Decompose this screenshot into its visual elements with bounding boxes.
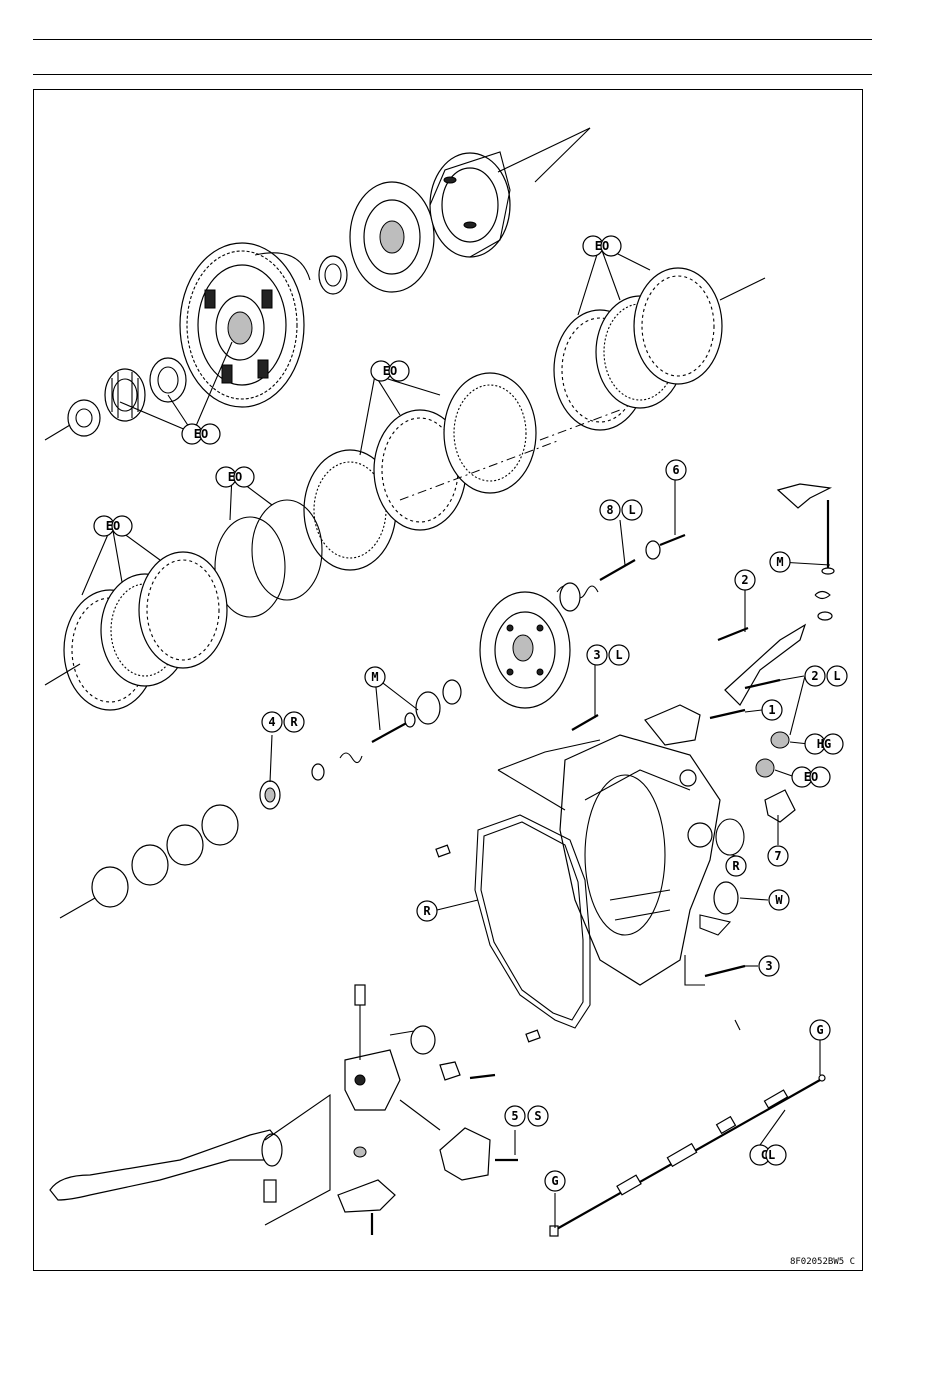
callout-eo-gear: EO <box>182 424 220 444</box>
callout-5-s: 5 S <box>505 1106 548 1126</box>
callout-eo-ring: EO <box>216 467 254 487</box>
dowel-pin <box>436 845 450 857</box>
callout-m-top: M <box>770 552 790 572</box>
clutch-lever-assembly <box>50 985 518 1235</box>
figure-code: 8F02052BW5 C <box>790 1257 855 1267</box>
svg-text:3: 3 <box>593 648 600 662</box>
svg-text:CL: CL <box>761 1148 775 1162</box>
oil-filler-cap <box>765 790 795 822</box>
release-lever-top <box>778 484 830 508</box>
svg-text:M: M <box>776 555 783 569</box>
svg-text:2: 2 <box>741 573 748 587</box>
clutch-spring <box>557 583 598 611</box>
svg-text:8: 8 <box>606 503 613 517</box>
spring-bolt <box>600 560 635 580</box>
callout-r-oring: R <box>726 856 746 876</box>
svg-text:S: S <box>534 1109 541 1123</box>
washer-bolt-6 <box>646 535 685 559</box>
svg-text:EO: EO <box>228 470 242 484</box>
friction-plates-mid <box>304 373 536 570</box>
svg-text:L: L <box>615 648 622 662</box>
callout-w: W <box>769 890 789 910</box>
svg-text:1: 1 <box>768 703 775 717</box>
oil-seal-w <box>714 882 738 914</box>
svg-text:4: 4 <box>268 715 275 729</box>
svg-text:7: 7 <box>774 849 781 863</box>
callout-7: 7 <box>768 846 788 866</box>
friction-plates-left <box>64 552 227 710</box>
clutch-cover <box>560 735 720 985</box>
clutch-cam-plates <box>92 805 238 907</box>
callout-eo-right: EO <box>583 236 621 256</box>
needle-bearing <box>105 369 145 421</box>
friction-plates-right <box>554 268 722 430</box>
svg-text:HG: HG <box>817 737 831 751</box>
callout-m-pin: M <box>365 667 385 687</box>
svg-text:W: W <box>775 893 783 907</box>
callout-6: 6 <box>666 460 686 480</box>
svg-text:L: L <box>833 669 840 683</box>
callout-eo-cover: EO <box>792 767 830 787</box>
svg-text:EO: EO <box>383 364 397 378</box>
bolt-3-lower <box>705 966 745 976</box>
callout-hg: HG <box>805 734 843 754</box>
pushrod-washer <box>443 680 461 704</box>
pushrod-bearing <box>416 692 440 724</box>
dowel-pin <box>526 1030 540 1042</box>
release-mechanism <box>645 705 700 745</box>
callout-1: 1 <box>762 700 782 720</box>
svg-text:6: 6 <box>672 463 679 477</box>
svg-text:3: 3 <box>765 959 772 973</box>
release-lever-arm <box>725 625 805 705</box>
svg-text:EO: EO <box>595 239 609 253</box>
callout-r-gasket: R <box>417 901 437 921</box>
svg-text:EO: EO <box>106 519 120 533</box>
svg-text:EO: EO <box>194 427 208 441</box>
washer <box>68 400 100 436</box>
clutch-housing-gear <box>180 243 310 407</box>
callout-eo-mid: EO <box>371 361 409 381</box>
spacer <box>319 256 347 294</box>
pushrod-spring <box>340 753 362 763</box>
bolt-1 <box>710 710 745 718</box>
pressure-plate <box>480 592 570 708</box>
release-spring <box>815 592 830 599</box>
clutch-drum <box>430 152 510 257</box>
svg-text:R: R <box>290 715 298 729</box>
callout-g-top: G <box>810 1020 830 1040</box>
callout-cl: CL <box>750 1145 786 1165</box>
svg-text:R: R <box>732 859 740 873</box>
svg-text:M: M <box>371 670 378 684</box>
svg-text:G: G <box>816 1023 823 1037</box>
svg-text:2: 2 <box>811 669 818 683</box>
svg-text:5: 5 <box>511 1109 518 1123</box>
callout-2: 2 <box>735 570 755 590</box>
svg-text:L: L <box>628 503 635 517</box>
callout-2-l: 2 L <box>805 666 847 686</box>
svg-text:EO: EO <box>804 770 818 784</box>
eo-nut <box>756 759 774 777</box>
callout-3: 3 <box>759 956 779 976</box>
axis-line <box>535 128 590 182</box>
svg-text:R: R <box>423 904 431 918</box>
hg-nut <box>771 732 789 748</box>
o-ring <box>716 819 744 855</box>
callout-3-l: 3 L <box>587 645 629 665</box>
cover-gasket <box>475 815 590 1028</box>
clutch-hub <box>350 182 434 292</box>
callout-g-bottom: G <box>545 1171 565 1191</box>
callout-8-l: 8 L <box>600 500 642 520</box>
bolt-3 <box>572 715 598 730</box>
callout-4-r: 4 R <box>262 712 304 732</box>
svg-text:G: G <box>551 1174 558 1188</box>
bolt-2 <box>718 628 748 640</box>
